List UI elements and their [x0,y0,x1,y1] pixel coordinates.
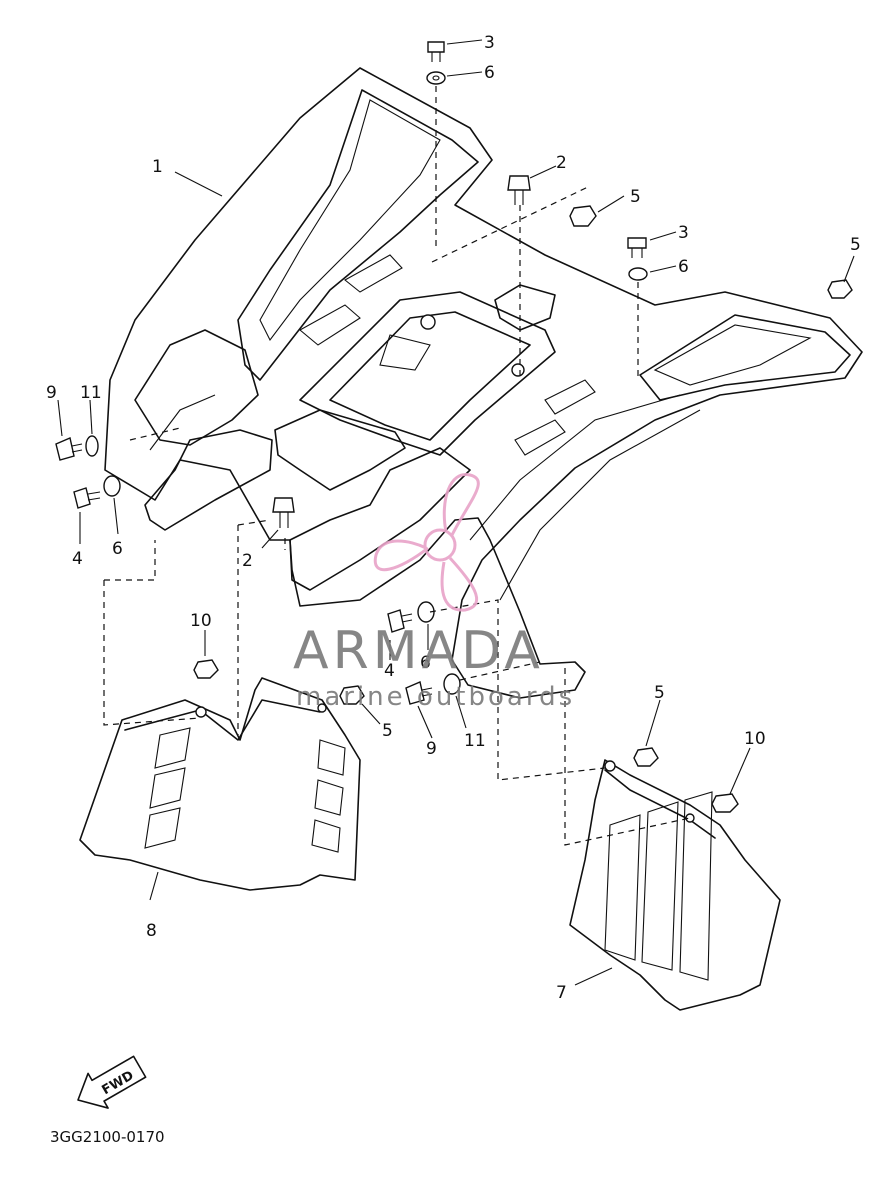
callout-6: 6 [484,63,495,83]
forward-arrow-icon: FWD [77,1055,147,1109]
propeller-icon [373,473,480,612]
leader-lines [57,39,855,986]
callout-3: 3 [484,33,495,53]
callout-10: 10 [744,729,766,749]
callout-5: 5 [630,187,641,207]
callout-5: 5 [654,683,665,703]
rear-fender [104,67,863,699]
left-flap-slots [144,727,346,853]
callout-8: 8 [146,921,157,941]
callout-5: 5 [850,235,861,255]
callout-5: 5 [382,721,393,741]
callout-3: 3 [678,223,689,243]
callout-6: 6 [420,653,431,673]
watermark-tagline: marine outboards [296,682,575,712]
diagram-code: 3GG2100-0170 [50,1128,165,1146]
callout-6: 6 [112,539,123,559]
callout-11: 11 [80,383,102,403]
callout-7: 7 [556,983,567,1003]
callout-1: 1 [152,157,163,177]
callout-9: 9 [426,739,437,759]
callout-6: 6 [678,257,689,277]
right-flap-slots [604,791,713,981]
callout-9: 9 [46,383,57,403]
left-mud-flap [79,677,361,891]
watermark-logo: ARMADA marine outboards [293,473,575,712]
callout-labels: 1 2 2 3 3 4 4 5 5 5 5 6 6 6 6 7 8 9 9 10… [46,33,861,1003]
watermark-brand: ARMADA [293,621,544,681]
callout-4: 4 [384,661,395,681]
right-mud-flap [569,759,781,1011]
callout-11: 11 [464,731,486,751]
callout-2: 2 [556,153,567,173]
fasteners [55,41,853,813]
callout-4: 4 [72,549,83,569]
callout-10: 10 [190,611,212,631]
callout-2: 2 [242,551,253,571]
